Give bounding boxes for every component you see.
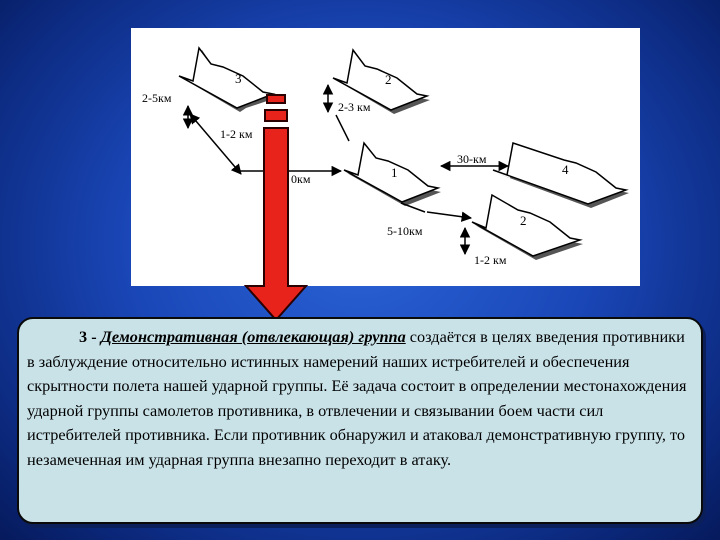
distance-label-30: 30-км — [457, 152, 487, 166]
distance-label-1-2-bottom: 1-2 км — [474, 253, 507, 267]
term-demonstrative-group: Демонстративная (отвлекающая) группа — [100, 327, 406, 346]
connector-2-to-1 — [335, 114, 350, 142]
description-body: создаётся в целях введения противники в … — [27, 327, 687, 469]
distance-label-5-10: 5-10км — [387, 224, 423, 238]
distance-label-2-5: 2-5км — [142, 91, 172, 105]
distance-label-2-3: 2-3 км — [338, 100, 371, 114]
lead-number: 3 - — [79, 327, 101, 346]
distance-line-1-2-left — [189, 113, 242, 175]
distance-label-1-2-left: 1-2 км — [220, 127, 253, 141]
arrow-group-2-top — [332, 48, 430, 114]
group-1-label: 1 — [391, 165, 398, 180]
arrow-group-4 — [492, 142, 629, 208]
distance-label-0km: 0км — [291, 172, 311, 186]
arrow-group-2-bottom — [471, 193, 583, 260]
distance-line-5-10 — [426, 211, 473, 222]
group-2-top-label: 2 — [385, 72, 392, 87]
description-paragraph: 3 - Демонстративная (отвлекающая) группа… — [27, 325, 691, 473]
arrow-group-3 — [178, 46, 276, 112]
group-3-label: 3 — [235, 71, 242, 86]
description-box: 3 - Демонстративная (отвлекающая) группа… — [17, 317, 703, 524]
formation-diagram-svg: 3 2 1 4 2 2-5км 2-3 км 1-2 км 0км 30-км … — [142, 46, 629, 267]
connector-1-to-2 — [400, 202, 426, 213]
group-2-bottom-label: 2 — [520, 213, 527, 228]
formation-diagram: 3 2 1 4 2 2-5км 2-3 км 1-2 км 0км 30-км … — [131, 28, 640, 286]
group-4-label: 4 — [562, 162, 569, 177]
arrow-group-1 — [343, 141, 441, 206]
